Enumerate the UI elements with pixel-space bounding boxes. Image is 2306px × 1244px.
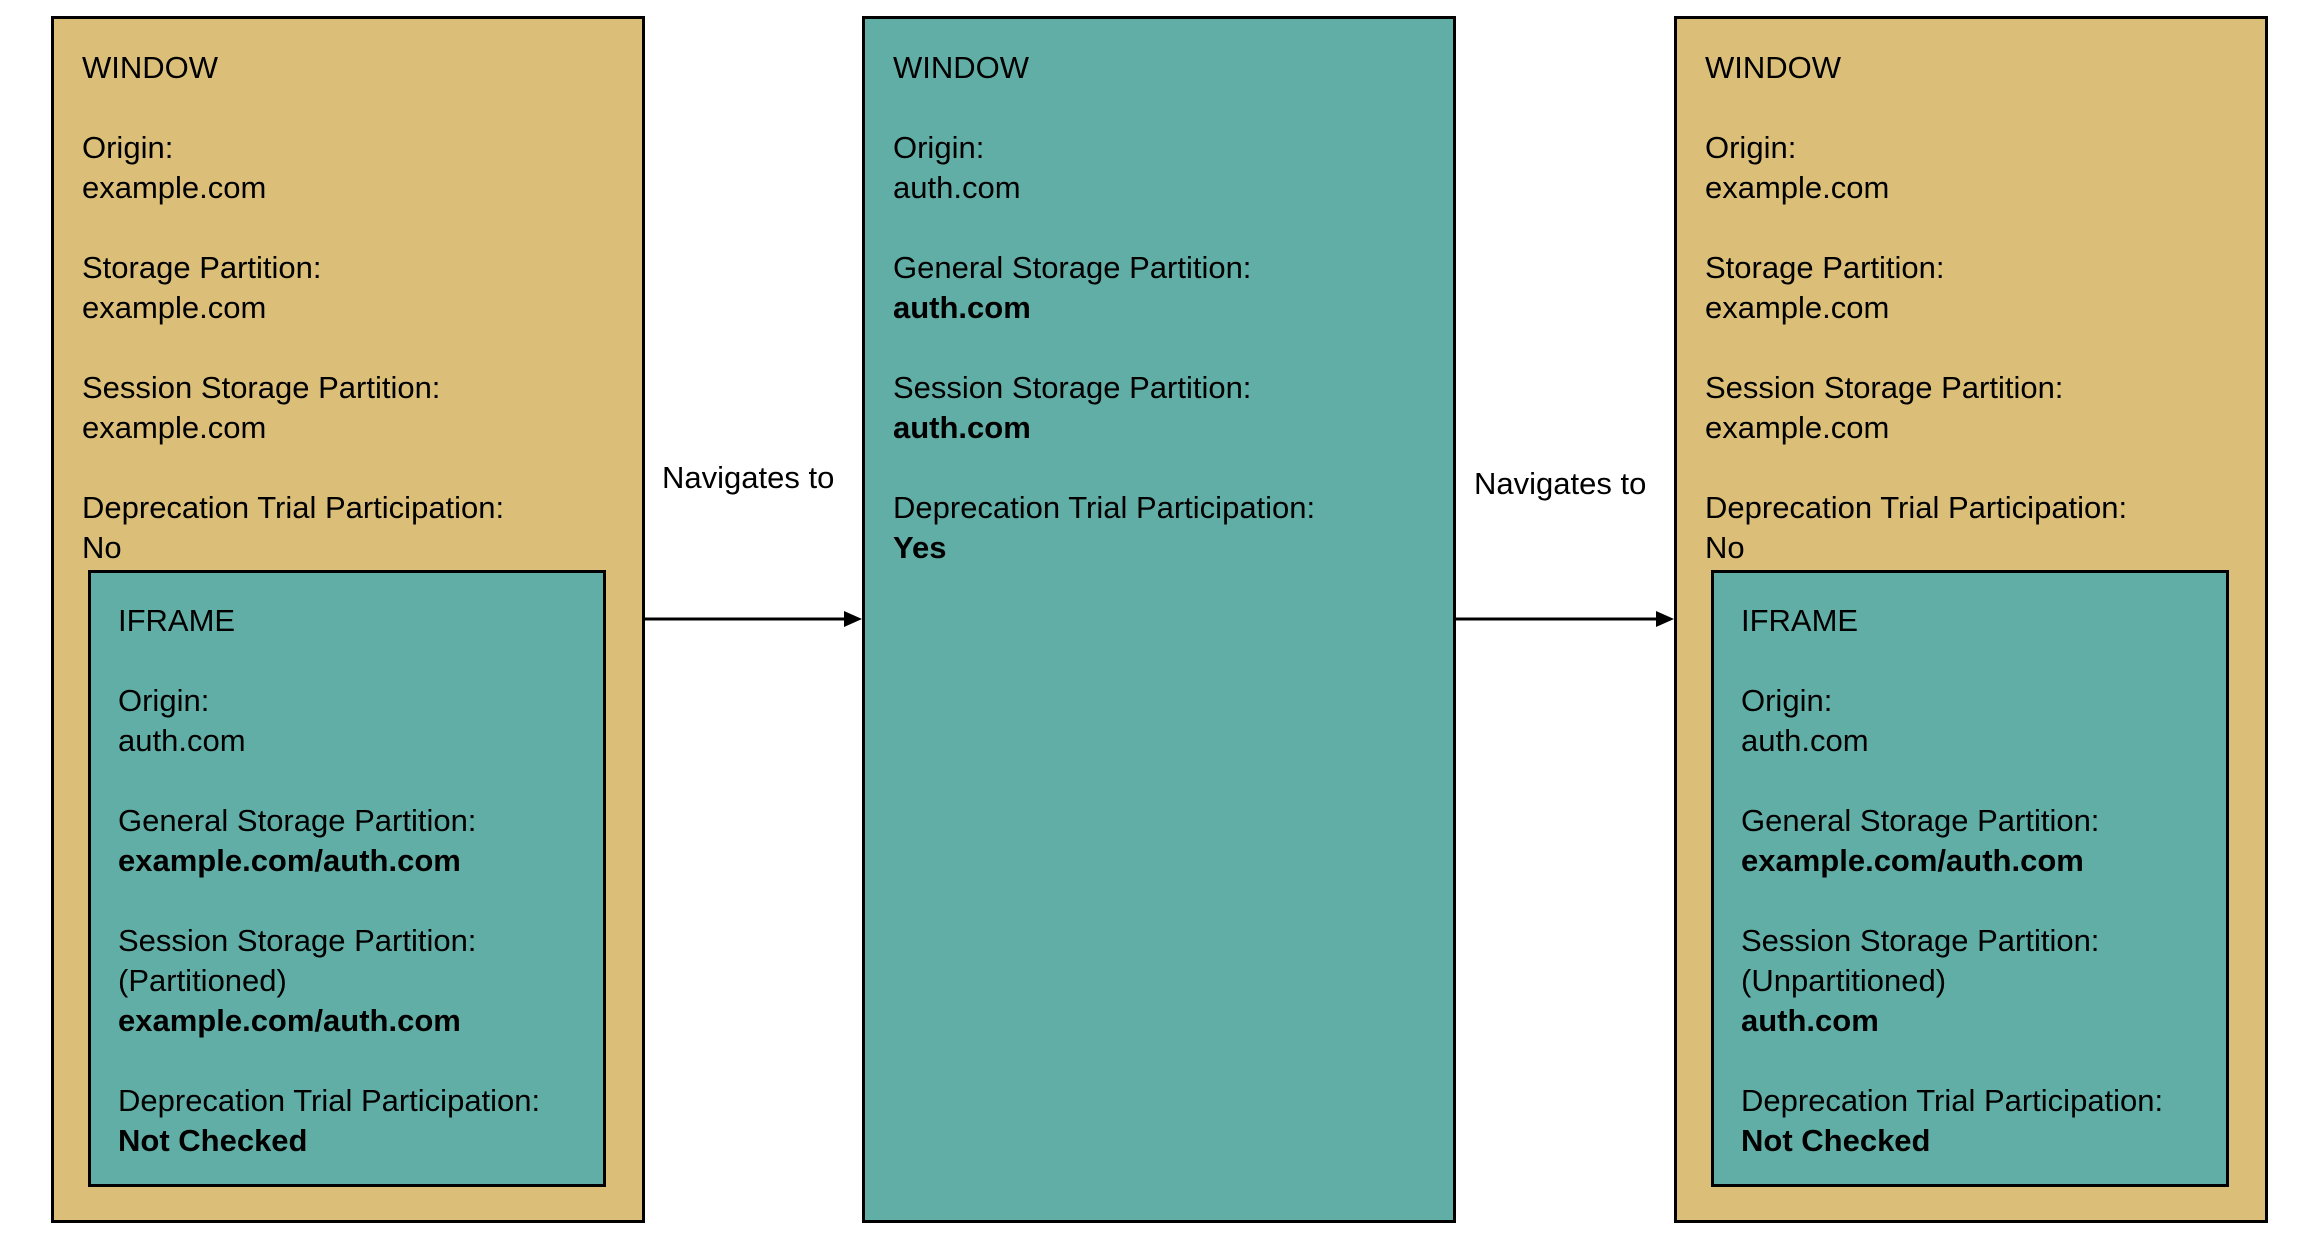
field-qualifier: (Unpartitioned): [1741, 963, 1947, 998]
deprecation-trial-field: Deprecation Trial Participation: No: [1705, 488, 2127, 568]
field-label: Origin:: [893, 130, 985, 165]
field-label: Deprecation Trial Participation:: [82, 490, 505, 525]
field-label: Deprecation Trial Participation:: [893, 490, 1316, 525]
iframe-title: IFRAME: [1741, 603, 1859, 638]
field-label: General Storage Partition:: [1741, 803, 2100, 838]
session-storage-partition-field: Session Storage Partition: example.com: [82, 368, 504, 448]
arrowhead-1: [844, 611, 862, 627]
field-value: auth.com: [893, 410, 1031, 445]
field-value: auth.com: [1741, 1003, 1879, 1038]
field-value: Not Checked: [1741, 1123, 1931, 1158]
field-value: example.com: [82, 290, 267, 325]
field-label: Session Storage Partition:: [1741, 923, 2100, 958]
field-label: General Storage Partition:: [118, 803, 477, 838]
field-value: auth.com: [1741, 723, 1869, 758]
origin-field: Origin: example.com: [1705, 128, 2127, 208]
field-label: Origin:: [118, 683, 210, 718]
field-value: example.com/auth.com: [118, 1003, 461, 1038]
iframe-box-left: IFRAME Origin: auth.com General Storage …: [88, 570, 606, 1187]
field-label: Storage Partition:: [1705, 250, 1945, 285]
field-qualifier: (Partitioned): [118, 963, 287, 998]
field-label: Deprecation Trial Participation:: [118, 1083, 541, 1118]
field-value: example.com: [1705, 290, 1890, 325]
field-label: Deprecation Trial Participation:: [1705, 490, 2128, 525]
field-label: Origin:: [82, 130, 174, 165]
field-value: auth.com: [118, 723, 246, 758]
storage-partition-field: Storage Partition: example.com: [82, 248, 504, 328]
general-storage-partition-field: General Storage Partition: example.com/a…: [1741, 801, 2163, 881]
iframe-title: IFRAME: [118, 603, 236, 638]
deprecation-trial-field: Deprecation Trial Participation: Not Che…: [118, 1081, 540, 1161]
field-value: Yes: [893, 530, 947, 565]
iframe-content-right: IFRAME Origin: auth.com General Storage …: [1741, 601, 2163, 1201]
navigates-to-label-2: Navigates to: [1474, 466, 1647, 501]
field-value: example.com: [82, 410, 267, 445]
navigates-to-label-1: Navigates to: [662, 460, 835, 495]
session-storage-partition-field: Session Storage Partition: (Partitioned)…: [118, 921, 540, 1041]
general-storage-partition-field: General Storage Partition: example.com/a…: [118, 801, 540, 881]
field-label: Session Storage Partition:: [82, 370, 441, 405]
deprecation-trial-field: Deprecation Trial Participation: No: [82, 488, 504, 568]
field-value: example.com: [1705, 410, 1890, 445]
storage-partition-field: Storage Partition: example.com: [1705, 248, 2127, 328]
iframe-box-right: IFRAME Origin: auth.com General Storage …: [1711, 570, 2229, 1187]
window-title: WINDOW: [1705, 50, 1842, 85]
field-value: example.com: [82, 170, 267, 205]
field-value: No: [82, 530, 122, 565]
field-value: Not Checked: [118, 1123, 308, 1158]
field-label: Storage Partition:: [82, 250, 322, 285]
window-content-middle: WINDOW Origin: auth.com General Storage …: [893, 48, 1315, 608]
iframe-content-left: IFRAME Origin: auth.com General Storage …: [118, 601, 540, 1201]
origin-field: Origin: auth.com: [118, 681, 540, 761]
arrowhead-2: [1656, 611, 1674, 627]
window-title: WINDOW: [893, 50, 1030, 85]
origin-field: Origin: auth.com: [1741, 681, 2163, 761]
field-label: Origin:: [1705, 130, 1797, 165]
session-storage-partition-field: Session Storage Partition: auth.com: [893, 368, 1315, 448]
window-box-middle: WINDOW Origin: auth.com General Storage …: [862, 16, 1456, 1223]
origin-field: Origin: example.com: [82, 128, 504, 208]
session-storage-partition-field: Session Storage Partition: (Unpartitione…: [1741, 921, 2163, 1041]
deprecation-trial-field: Deprecation Trial Participation: Yes: [893, 488, 1315, 568]
general-storage-partition-field: General Storage Partition: auth.com: [893, 248, 1315, 328]
window-content-left: WINDOW Origin: example.com Storage Parti…: [82, 48, 504, 608]
session-storage-partition-field: Session Storage Partition: example.com: [1705, 368, 2127, 448]
field-label: Origin:: [1741, 683, 1833, 718]
field-value: example.com: [1705, 170, 1890, 205]
origin-field: Origin: auth.com: [893, 128, 1315, 208]
field-value: auth.com: [893, 290, 1031, 325]
field-value: auth.com: [893, 170, 1021, 205]
field-label: Session Storage Partition:: [893, 370, 1252, 405]
field-label: Session Storage Partition:: [1705, 370, 2064, 405]
field-label: Deprecation Trial Participation:: [1741, 1083, 2164, 1118]
window-title: WINDOW: [82, 50, 219, 85]
field-value: No: [1705, 530, 1745, 565]
field-value: example.com/auth.com: [118, 843, 461, 878]
field-label: Session Storage Partition:: [118, 923, 477, 958]
deprecation-trial-field: Deprecation Trial Participation: Not Che…: [1741, 1081, 2163, 1161]
field-value: example.com/auth.com: [1741, 843, 2084, 878]
window-content-right: WINDOW Origin: example.com Storage Parti…: [1705, 48, 2127, 608]
field-label: General Storage Partition:: [893, 250, 1252, 285]
